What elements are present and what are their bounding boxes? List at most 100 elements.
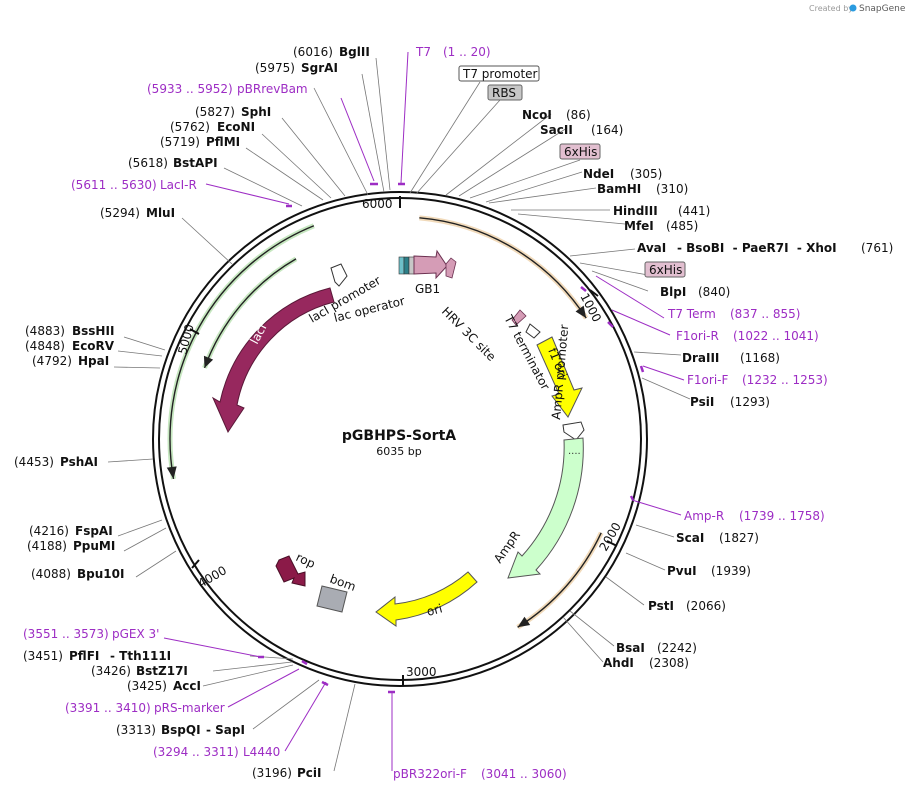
primer-name-amp-r: Amp-R — [684, 509, 724, 523]
plasmid-length: 6035 bp — [376, 445, 421, 458]
site-name-pvui: PvuI — [667, 564, 697, 578]
rbs-box-label: RBS — [492, 86, 516, 100]
site-pos-draiii: (1168) — [740, 351, 780, 365]
snapgene-logo-icon — [849, 4, 857, 12]
site-pos-bspqi: (3313) — [116, 723, 156, 737]
site-pos-fspai: (4216) — [29, 524, 69, 538]
site-name-psti: PstI — [648, 599, 674, 613]
site-pos-psti: (2066) — [686, 599, 726, 613]
6xhis-bar-1 — [445, 257, 457, 279]
primer-name-f1ori-f: F1ori-F — [687, 373, 728, 387]
site-pos-pvui: (1939) — [711, 564, 751, 578]
backbone-outer-ring — [152, 191, 648, 687]
site-pos-pflmi: (5719) — [160, 135, 200, 149]
site-name-bglii: BglII — [339, 45, 370, 59]
primer-name-prs-marker: pRS-marker — [154, 701, 225, 715]
site-pos-sacii: (164) — [591, 123, 623, 137]
site-name-bstapi: BstAPI — [173, 156, 218, 170]
orf-arcs — [166, 215, 604, 630]
site-name-bpu10i: Bpu10I — [77, 567, 124, 581]
site-pos-psii: (1293) — [730, 395, 770, 409]
ori-arrow — [375, 571, 478, 627]
site-name-pshai: PshAI — [60, 455, 98, 469]
site-pos-ncoi: (86) — [566, 108, 591, 122]
orf-arc-green-outer — [169, 225, 315, 480]
site-name-ncoi: NcoI — [522, 108, 552, 122]
site-name-fspai: FspAI — [75, 524, 113, 538]
site-pos-bsshii: (4883) — [25, 324, 65, 338]
t7-terminator-arrow — [525, 323, 541, 339]
site-name-bstz17i: BstZ17I — [136, 664, 188, 678]
credit-brand: SnapGene — [859, 4, 906, 14]
rop-label: rop — [294, 550, 318, 571]
primer-name-f1ori-r: F1ori-R — [676, 329, 719, 343]
site-name-avai: AvaI — [637, 241, 666, 255]
orf-arc-green-inner — [203, 258, 297, 369]
primer-name-t7: T7 — [415, 45, 431, 59]
primer-name-l4440: L4440 — [243, 745, 280, 759]
site-name-scai: ScaI — [676, 531, 704, 545]
site-name-acci: AccI — [173, 679, 201, 693]
orf-arc-green-inner-arrowhead — [203, 355, 214, 368]
6xhis-box-1 — [559, 143, 601, 160]
site-extra-tth111i: - Tth111I — [110, 649, 171, 663]
site-name-pflfi: PflFI — [69, 649, 99, 663]
laci-promoter-arrow — [330, 263, 348, 287]
6xhis-box-2-label: 6xHis — [649, 263, 682, 277]
site-pos-ecorv: (4848) — [25, 339, 65, 353]
lac-operator-bar — [403, 256, 410, 275]
gb1-arrow — [413, 249, 448, 280]
primer-range-prs-marker: (3391 .. 3410) — [65, 701, 151, 715]
site-name-ahdi: AhdI — [603, 656, 634, 670]
site-name-ecorv: EcoRV — [72, 339, 115, 353]
tick-3000: 3000 — [406, 665, 437, 679]
6xhis-box-1-label: 6xHis — [564, 145, 597, 159]
laci-arrow — [211, 287, 335, 434]
t7-promoter-box — [458, 65, 540, 82]
ampr-dots: .... — [568, 446, 581, 457]
site-name-ppumi: PpuMI — [73, 539, 115, 553]
site-pos-sphi: (5827) — [195, 105, 235, 119]
site-pos-bstz17i: (3426) — [91, 664, 131, 678]
site-name-pcii: PciI — [297, 766, 322, 780]
f1-ori-arrow — [536, 336, 583, 418]
site-pos-bstapi: (5618) — [128, 156, 168, 170]
site-pos-bsai: (2242) — [657, 641, 697, 655]
scale-ticks — [189, 196, 618, 686]
primer-range-laci-r: (5611 .. 5630) — [71, 178, 157, 192]
tick-6000: 6000 — [362, 197, 393, 211]
rbs-box — [487, 84, 523, 101]
primer-name-t7term: T7 Term — [667, 307, 716, 321]
site-pos-econi: (5762) — [170, 120, 210, 134]
tick-4000: 4000 — [196, 563, 229, 590]
site-name-bamhi: BamHI — [597, 182, 641, 196]
primer-range-t7term: (837 .. 855) — [730, 307, 800, 321]
site-extra-sapi: - SapI — [206, 723, 245, 737]
site-pos-sgrai: (5975) — [255, 61, 295, 75]
primer-name-laci-r: LacI-R — [160, 178, 197, 192]
site-name-bsshii: BssHII — [72, 324, 114, 338]
orf-arc-right-arrowhead — [517, 616, 531, 628]
site-name-econi: EcoNI — [217, 120, 255, 134]
orf-arc-top-arrowhead — [575, 305, 587, 319]
primer-name-pgex3: pGEX 3' — [112, 627, 159, 641]
site-name-bspqi: BspQI — [161, 723, 201, 737]
ori-label: ori — [425, 601, 444, 619]
site-name-pflmi: PflMI — [206, 135, 240, 149]
site-name-ndei: NdeI — [583, 167, 614, 181]
t7-promoter-box-label: T7 promoter — [462, 67, 538, 81]
site-name-hindiii: HindIII — [613, 204, 658, 218]
site-pos-hpai: (4792) — [32, 354, 72, 368]
ampr-arrow — [507, 437, 584, 579]
site-pos-ahdi: (2308) — [649, 656, 689, 670]
site-extra-avai: - BsoBI - PaeR7I - XhoI — [677, 241, 837, 255]
orf-arc-right — [517, 532, 602, 628]
site-name-psii: PsiI — [690, 395, 714, 409]
site-pos-scai: (1827) — [719, 531, 759, 545]
ampr-promoter-arrow — [562, 421, 585, 441]
site-name-bsai: BsaI — [616, 641, 645, 655]
primer-range-pbrrevbam: (5933 .. 5952) — [147, 82, 233, 96]
primer-range-pbr322ori-f: (3041 .. 3060) — [481, 767, 567, 781]
site-pos-bamhi: (310) — [656, 182, 688, 196]
